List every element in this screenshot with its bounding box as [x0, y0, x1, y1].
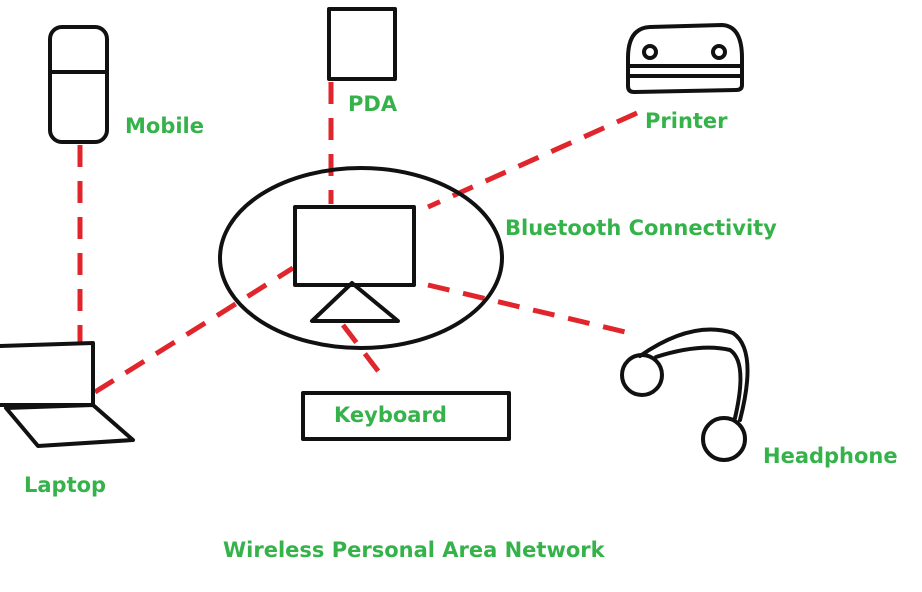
pda-icon	[327, 7, 397, 81]
mobile-label: Mobile	[125, 114, 204, 138]
laptop-label: Laptop	[24, 473, 107, 497]
link-printer-hub	[426, 110, 639, 210]
keyboard-label: Keyboard	[334, 403, 447, 427]
link-headphone-hub	[427, 282, 639, 338]
bluetooth-range-ellipse	[218, 166, 504, 350]
diagram-caption: Wireless Personal Area Network	[223, 538, 605, 562]
bluetooth-connectivity-label: Bluetooth Connectivity	[505, 216, 777, 240]
headphone-label: Headphone	[763, 444, 898, 468]
connection-links	[77, 82, 639, 395]
headphone-icon	[620, 327, 750, 462]
pda-label: PDA	[348, 92, 398, 116]
mobile-phone-icon	[48, 25, 109, 144]
laptop-icon	[0, 341, 135, 448]
printer-label: Printer	[645, 109, 728, 133]
monitor-icon	[293, 205, 416, 323]
link-laptop-hub	[93, 265, 295, 395]
link-keyboard-hub	[341, 323, 387, 382]
printer-icon	[626, 23, 744, 94]
keyboard-icon	[301, 391, 511, 441]
device-outlines	[0, 7, 750, 462]
